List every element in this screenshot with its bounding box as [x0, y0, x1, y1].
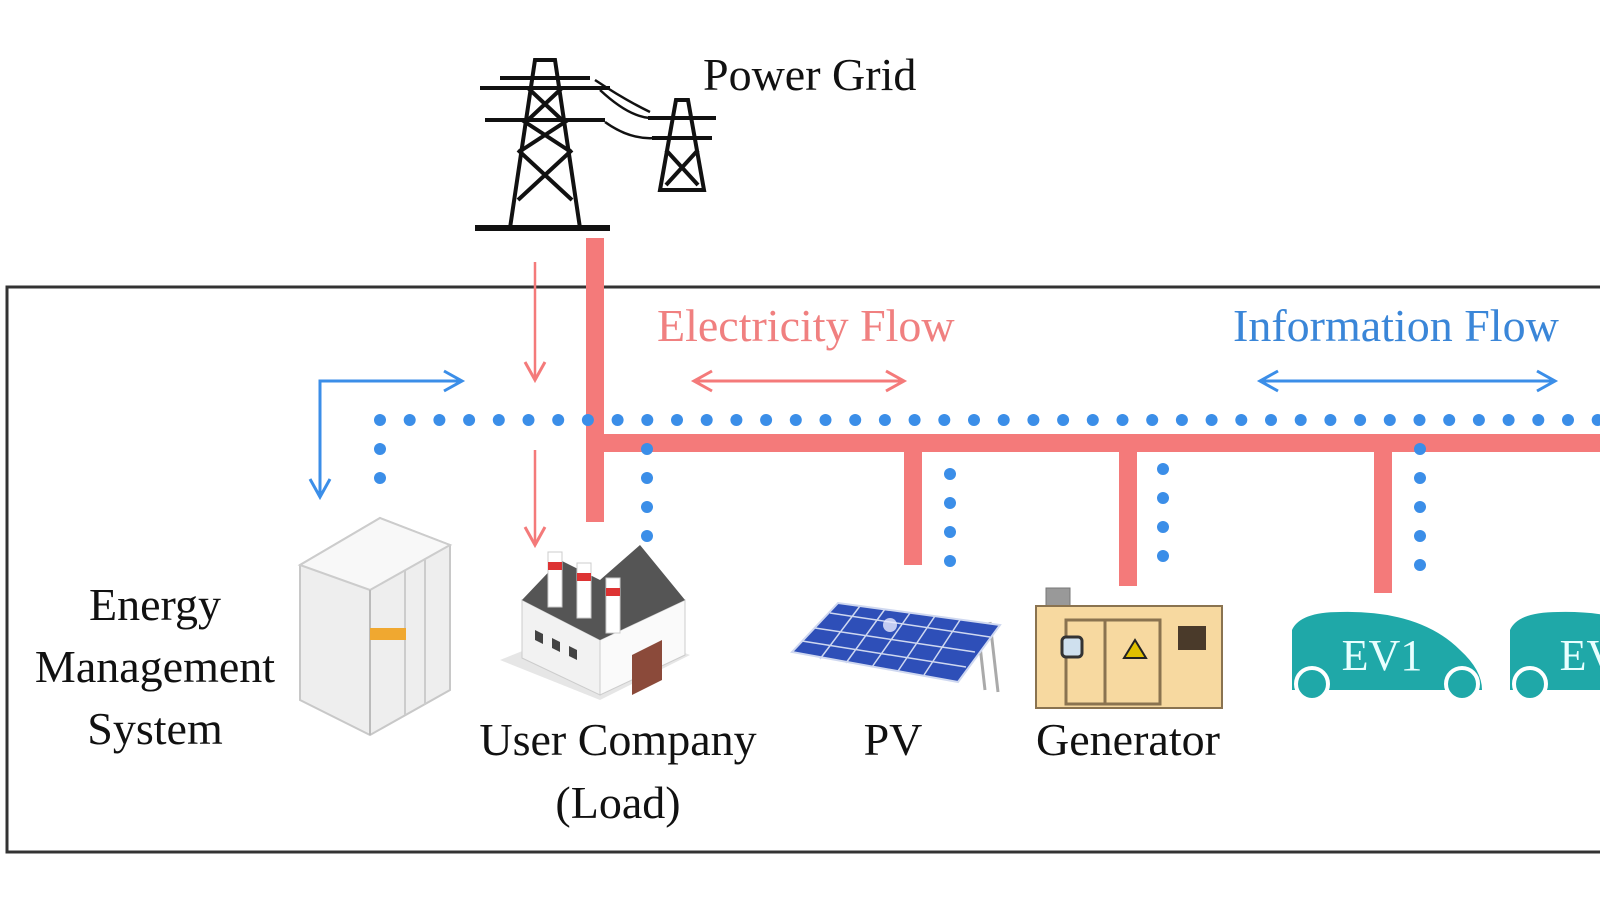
generator-icon: [1035, 587, 1223, 709]
info-dot: [997, 414, 1010, 426]
ev1-car-icon: [1292, 611, 1482, 702]
ems-label-line3: System: [87, 703, 223, 754]
info-dot: [1157, 463, 1169, 475]
generator-label: Generator: [1036, 714, 1220, 765]
ev2-label: EV2: [1560, 631, 1600, 680]
ev1-label: EV1: [1342, 631, 1423, 680]
server-icon: [297, 516, 453, 737]
info-dot: [1414, 559, 1426, 571]
info-dot: [374, 414, 386, 426]
info-dot: [1591, 414, 1600, 426]
info-dot: [1414, 443, 1426, 455]
info-dot: [878, 414, 891, 426]
info-dot: [1443, 414, 1456, 426]
info-dot: [1146, 414, 1159, 426]
factory-icon: [500, 545, 690, 700]
info-dot: [641, 530, 653, 542]
info-dot: [1562, 414, 1574, 426]
info-dot: [1057, 414, 1070, 426]
info-dot: [1086, 414, 1099, 426]
info-dot: [1414, 530, 1426, 542]
info-dot: [641, 501, 653, 513]
info-dot: [1027, 414, 1040, 426]
info-dot: [1265, 414, 1277, 426]
info-dot: [1294, 414, 1307, 426]
info-dot: [789, 414, 802, 426]
info-dot: [1502, 414, 1515, 426]
info-dot: [433, 414, 446, 426]
info-dot: [1532, 414, 1545, 426]
info-dot: [908, 414, 921, 426]
info-dot: [1116, 414, 1129, 426]
info-dot: [552, 414, 565, 426]
info-dot: [730, 414, 743, 426]
info-dot: [641, 472, 653, 484]
info-dot: [944, 497, 956, 509]
info-dot: [1414, 472, 1426, 484]
electricity-flow-label: Electricity Flow: [657, 300, 955, 351]
info-dot: [1157, 492, 1169, 504]
info-dot: [1235, 414, 1248, 426]
info-dot: [581, 414, 594, 426]
info-dot: [944, 468, 956, 480]
info-dot: [374, 443, 386, 455]
info-dot: [944, 555, 956, 567]
info-dot: [1157, 521, 1169, 533]
info-dot: [1354, 414, 1367, 426]
info-dot: [1414, 501, 1426, 513]
info-dot: [641, 443, 653, 455]
system-boundary: [5, 285, 1600, 854]
info-dot: [611, 414, 624, 426]
info-dot: [374, 472, 386, 484]
info-dot: [944, 526, 956, 538]
info-dot: [1205, 414, 1218, 426]
info-dot: [1157, 550, 1169, 562]
ems-label-line1: Energy: [89, 579, 221, 630]
info-dot: [492, 414, 505, 426]
info-dot: [968, 414, 980, 426]
info-dot: [1472, 414, 1485, 426]
info-dot: [1175, 414, 1188, 426]
electricity-bus: [586, 238, 1600, 593]
info-dot: [760, 414, 773, 426]
info-dot: [403, 414, 416, 426]
user-company-label: User Company: [479, 714, 756, 765]
info-dot: [849, 414, 862, 426]
load-label: (Load): [555, 777, 680, 828]
info-dot: [700, 414, 713, 426]
info-dot: [1324, 414, 1337, 426]
info-dot: [522, 414, 535, 426]
ems-info-arrow: [308, 369, 466, 501]
power-tower-icon: [475, 58, 716, 231]
info-dot: [1413, 414, 1426, 426]
solar-panel-icon: [790, 601, 1002, 693]
ev2-car-icon: [1510, 611, 1600, 702]
power-grid-label: Power Grid: [703, 49, 916, 100]
information-flow-label: Information Flow: [1233, 300, 1560, 351]
info-dot: [819, 414, 832, 426]
info-dot: [938, 414, 951, 426]
info-dot: [671, 414, 683, 426]
info-dot: [641, 414, 654, 426]
info-dot: [463, 414, 476, 426]
pv-label: PV: [864, 714, 923, 765]
info-dot: [1383, 414, 1396, 426]
ems-label-line2: Management: [35, 641, 275, 692]
